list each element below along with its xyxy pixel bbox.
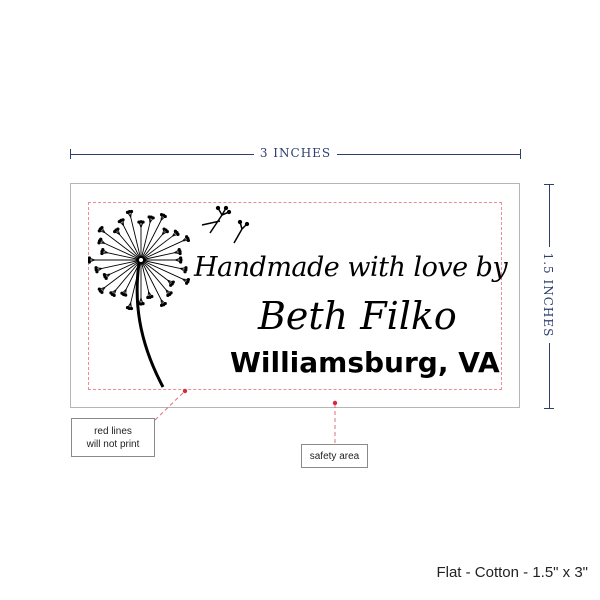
seed-tip [137,302,141,306]
label-preview [70,183,520,408]
seed-ray [140,259,162,300]
seed-ray [125,259,142,290]
seed-tip [178,251,182,256]
seed-tip [186,238,191,243]
seed-tip [99,237,103,241]
seed-tip [129,209,134,214]
label-location: Williamsburg, VA [230,346,500,379]
seed-tip [179,260,183,264]
dimension-cap [520,149,521,159]
floating-seeds-icon [201,205,250,244]
seed-tip [141,220,145,224]
seed-ray [140,259,183,280]
seed-tip [176,232,180,237]
seed-ray [140,259,181,269]
seed-ray [140,259,167,290]
seed-ray [107,252,142,261]
seed-ray [140,240,183,261]
seed-ray [123,225,142,261]
seed-tip [94,266,98,270]
seed-tip [102,273,106,277]
callout-text: will not print [86,439,140,450]
safety-area-callout: safety area [301,444,368,468]
seed-ray [115,259,142,290]
width-label: 3 INCHES [253,146,338,160]
dimension-cap [544,408,554,409]
seed-ray [104,232,142,261]
seed-ray [140,234,163,261]
seed-tip [146,295,150,300]
safety-area-outline [88,202,502,390]
height-label: 1.5 INCHES [541,246,555,344]
seed-ray [140,259,150,292]
seed-tip [166,293,170,297]
seed-ray [140,222,151,261]
seed-ray [110,259,142,275]
label-name: Beth Filko [258,294,457,338]
seed-tip [109,291,113,295]
seed-ray [130,217,142,261]
seed-tip [100,226,104,230]
seed-tip [183,270,187,274]
seed-ray [104,243,142,261]
seed-tip [169,283,173,287]
seed-ray [140,220,162,261]
seed-tip [116,227,120,231]
seed-tip [185,281,189,285]
seed-ray [140,259,168,281]
seed-tip [97,287,101,291]
seed-ray [140,252,175,261]
seed-ray [140,235,173,261]
seed-tip [165,230,169,234]
product-description: Flat - Cotton - 1.5" x 3" [436,564,588,581]
callout-text: safety area [309,451,360,462]
seed-ray [101,259,142,269]
seed-tip [125,306,130,310]
seed-ray [104,259,142,288]
width-dimension: 3 INCHES [70,146,521,160]
seed-tip [120,291,124,295]
seed-tip [159,303,164,307]
red-lines-callout: red lines will not print [71,418,155,457]
seed-tip [151,216,155,220]
seed-tip [163,214,167,219]
seed-ray [130,259,142,303]
height-dimension: 1.5 INCHES [541,184,555,409]
dandelion-icon [88,209,191,388]
seed-tip [121,218,125,222]
label-line-1: Handmade with love by [194,252,508,283]
seed-ray [119,234,142,261]
seed-tip [88,256,91,260]
seed-tip [101,247,105,252]
callout-text: red lines [94,426,132,437]
